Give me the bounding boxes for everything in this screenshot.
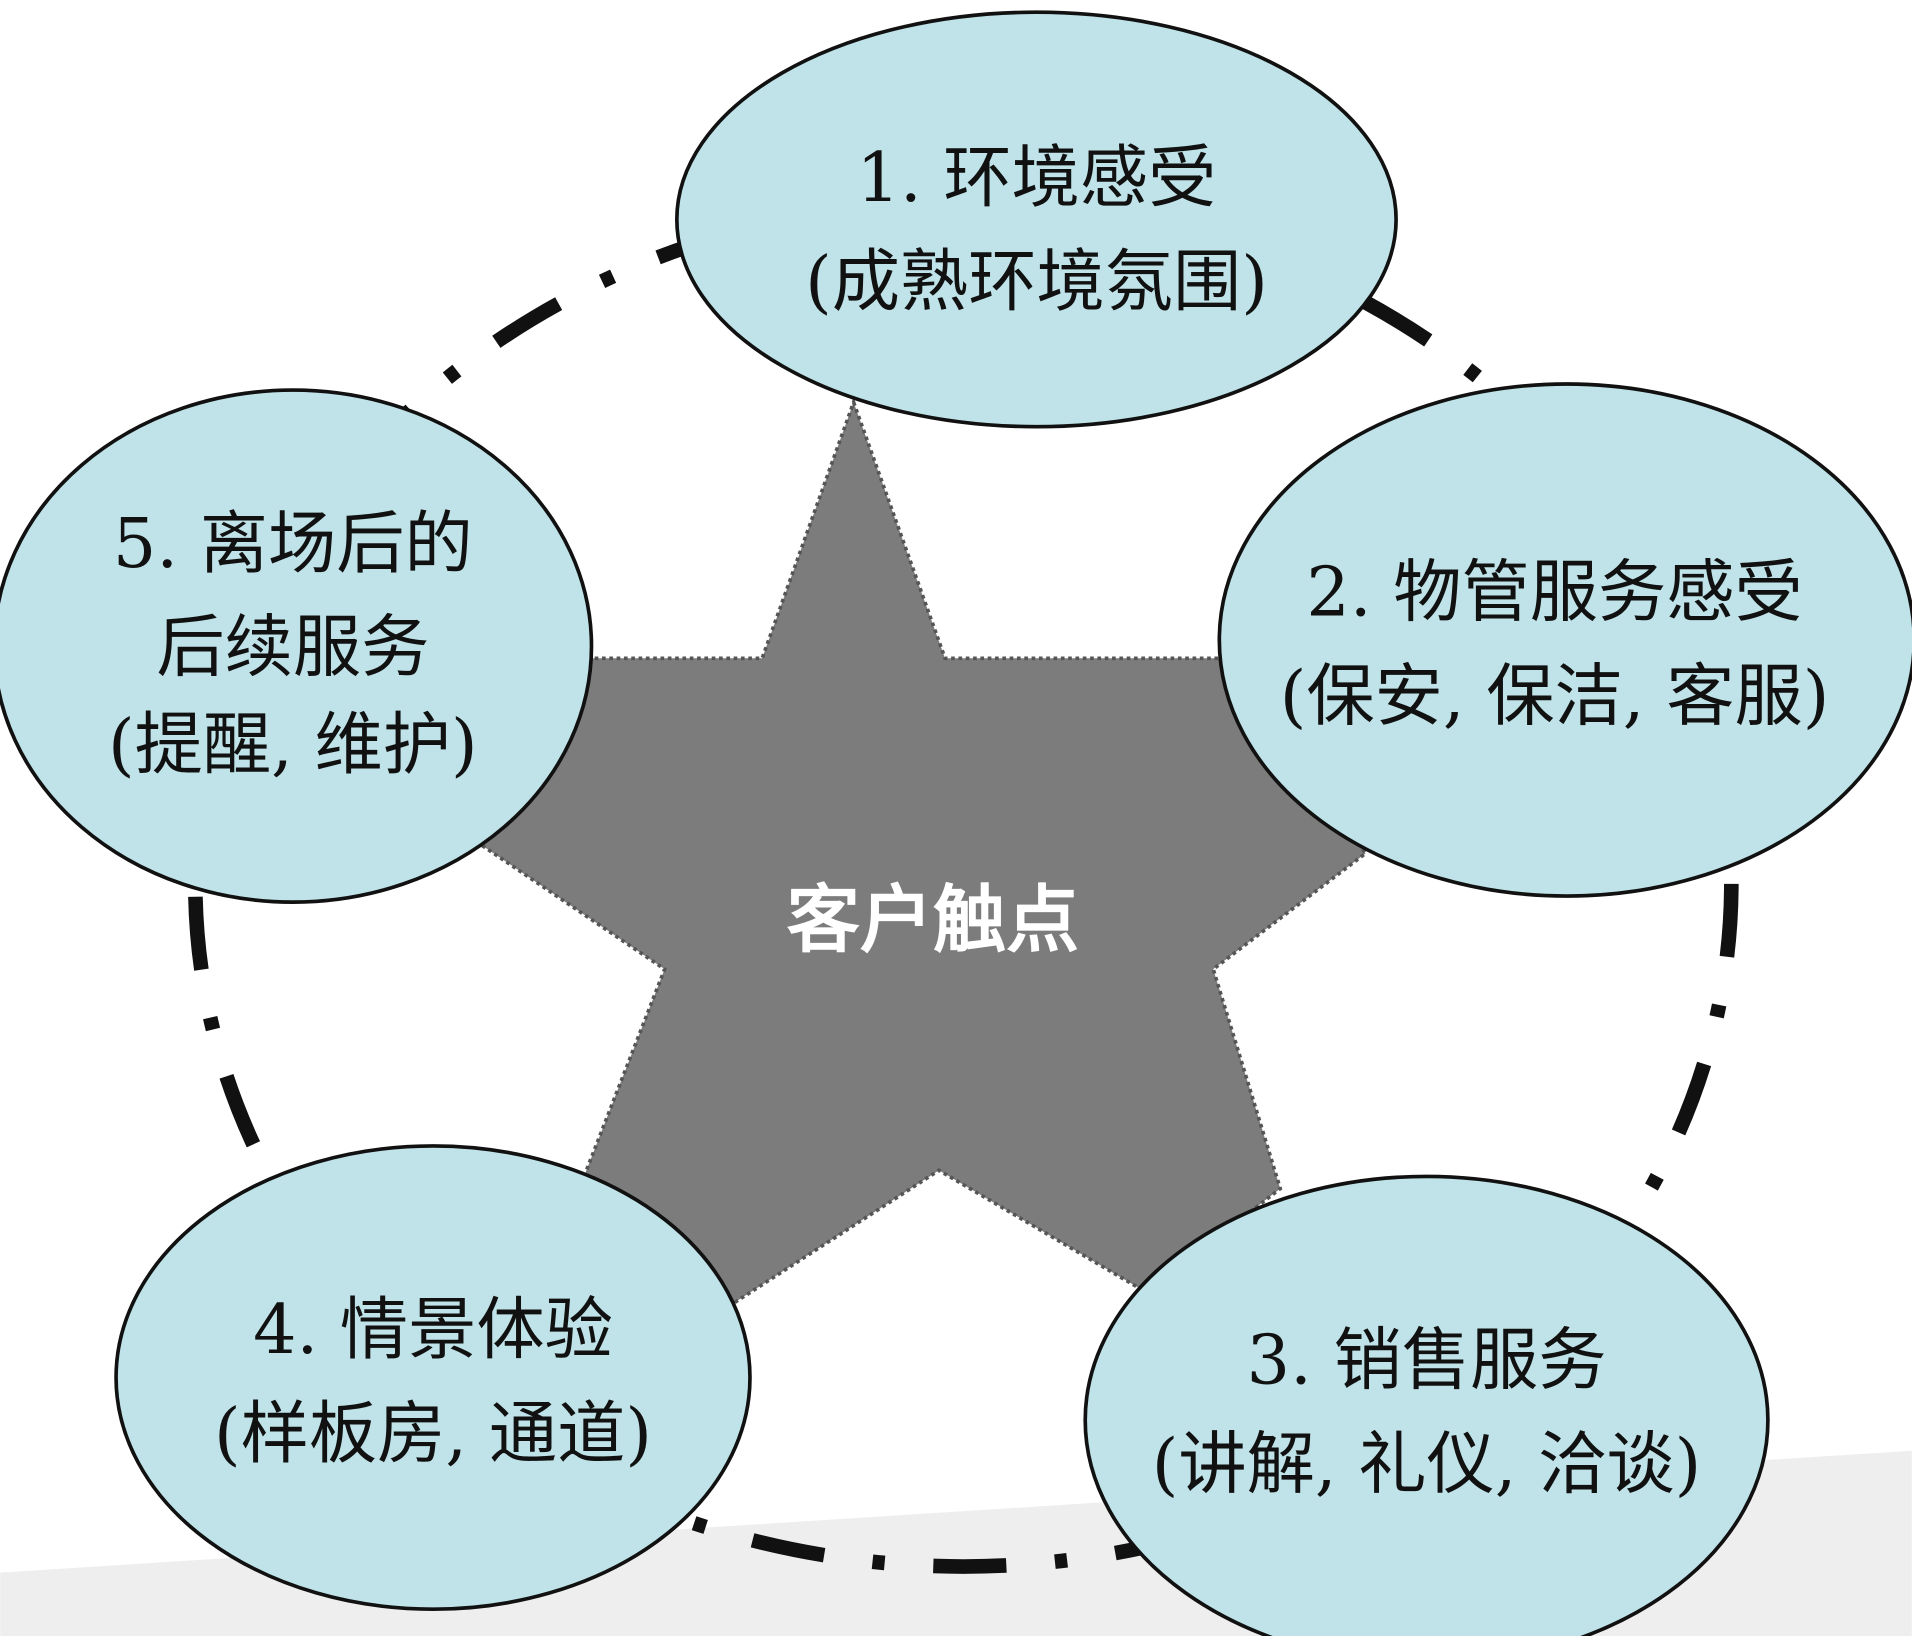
node-5-title: 5. 离场后的 <box>113 505 473 584</box>
node-3-title: 3. 销售服务 <box>1247 1322 1607 1401</box>
node-3-detail: (讲解, 礼仪, 洽谈) <box>1152 1425 1702 1504</box>
node-2: 2. 物管服务感受 (保安, 保洁, 客服) <box>1217 382 1912 898</box>
node-1-title: 1. 环境感受 <box>857 139 1217 218</box>
node-3: 3. 销售服务 (讲解, 礼仪, 洽谈) <box>1083 1174 1770 1636</box>
node-1: 1. 环境感受 (成熟环境氛围) <box>675 10 1398 429</box>
node-4-title: 4. 情景体验 <box>253 1291 613 1370</box>
node-2-title: 2. 物管服务感受 <box>1306 554 1802 633</box>
node-5: 5. 离场后的 后续服务 (提醒, 维护) <box>0 388 594 904</box>
star-shape <box>473 396 1369 1307</box>
node-2-detail: (保安, 保洁, 客服) <box>1280 657 1830 736</box>
node-5-detail: (提醒, 维护) <box>108 706 478 785</box>
node-5-title-2: 后续服务 <box>156 608 429 687</box>
node-1-detail: (成熟环境氛围) <box>805 243 1268 322</box>
node-4-detail: (样板房, 通道) <box>214 1395 652 1474</box>
node-4: 4. 情景体验 (样板房, 通道) <box>114 1144 752 1612</box>
center-label: 客户触点 <box>787 878 1080 963</box>
